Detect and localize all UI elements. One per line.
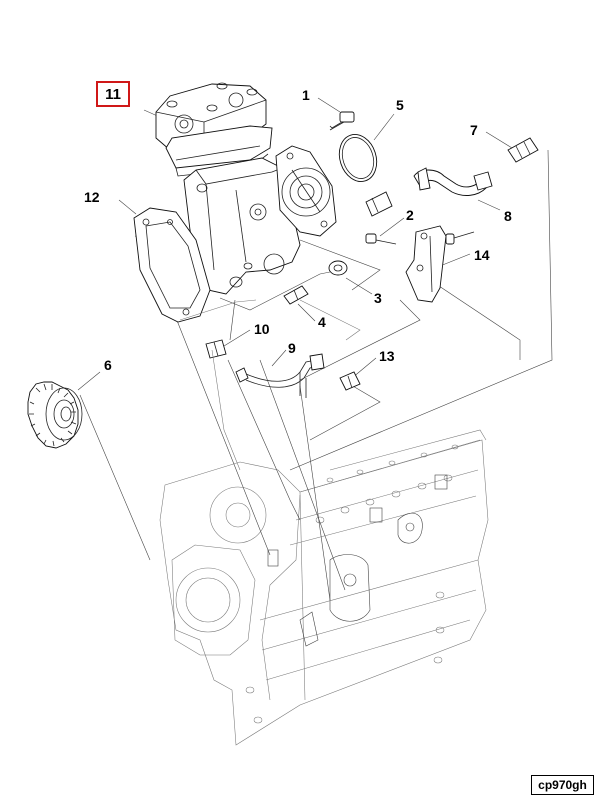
callout-11-highlighted[interactable]: 11 — [96, 81, 130, 107]
o-ring-part — [338, 134, 378, 182]
elbow-fitting-part — [507, 137, 539, 163]
callout-6[interactable]: 6 — [104, 357, 112, 373]
callout-3[interactable]: 3 — [374, 290, 382, 306]
bolt-part — [329, 111, 355, 131]
union-fitting-part — [365, 191, 393, 217]
small-bolt-part — [365, 233, 397, 245]
discharge-tube-part — [413, 167, 493, 196]
callout-5[interactable]: 5 — [396, 97, 404, 113]
callout-10[interactable]: 10 — [254, 321, 270, 337]
callout-1[interactable]: 1 — [302, 87, 310, 103]
callout-12[interactable]: 12 — [84, 189, 100, 205]
callout-14[interactable]: 14 — [474, 247, 490, 263]
figure-code: cp970gh — [531, 775, 594, 795]
assembly-outline — [179, 299, 361, 471]
leader-lines — [77, 97, 553, 601]
engine-block — [159, 429, 489, 746]
callout-13[interactable]: 13 — [379, 348, 395, 364]
bracket-part — [405, 225, 475, 303]
callout-8[interactable]: 8 — [504, 208, 512, 224]
oil-line-part — [205, 339, 361, 398]
callout-2[interactable]: 2 — [406, 207, 414, 223]
nut-part — [328, 260, 348, 276]
gasket-part — [133, 207, 211, 323]
flange-plate-part — [275, 145, 337, 237]
callout-4[interactable]: 4 — [318, 314, 326, 330]
drive-gear-part — [27, 381, 83, 449]
callout-9[interactable]: 9 — [288, 340, 296, 356]
callout-7[interactable]: 7 — [470, 122, 478, 138]
compressor-head-part — [155, 82, 273, 177]
stud-part — [283, 285, 309, 305]
